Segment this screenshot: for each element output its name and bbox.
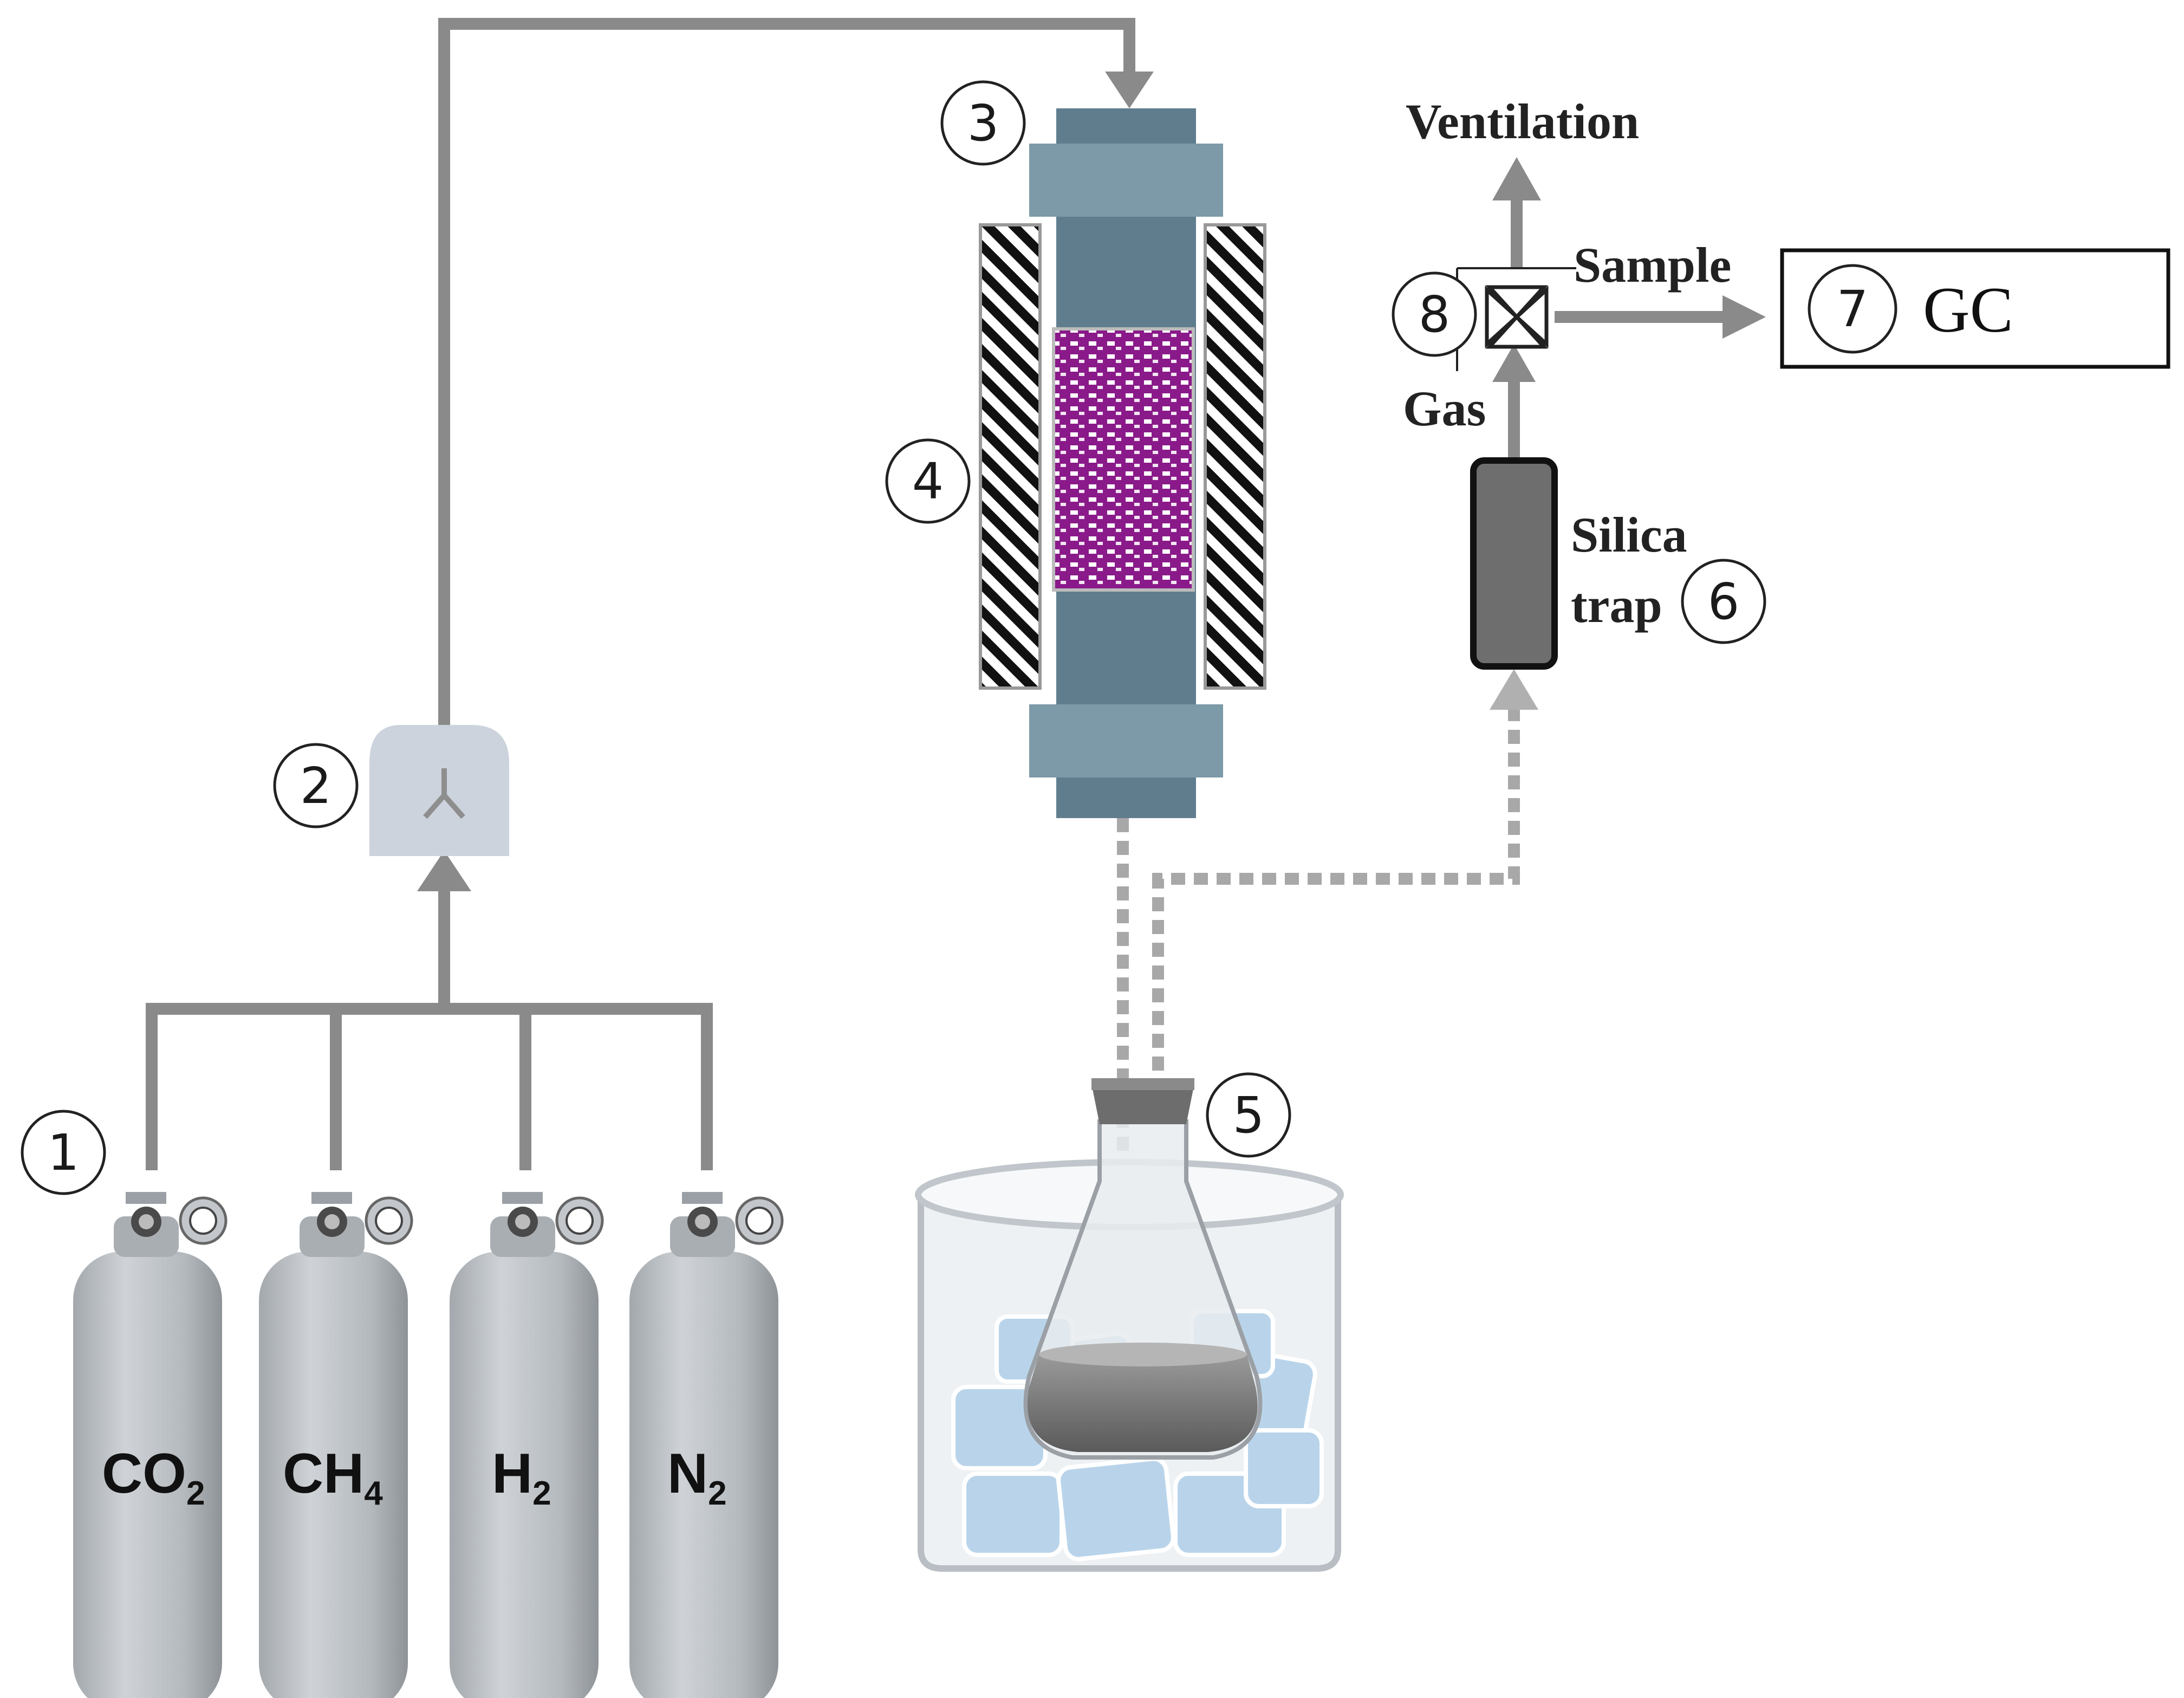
catalyst-bed (1052, 327, 1195, 592)
number-6: 6 (1708, 573, 1740, 631)
mixer-junction-icon (423, 768, 465, 819)
number-badge-4 (885, 438, 971, 524)
three-way-valve (1456, 267, 1576, 371)
cylinder-ch4 (259, 1192, 413, 1698)
number-badge-6 (1681, 559, 1766, 644)
cylinder-co2 (73, 1192, 227, 1698)
gas-label: Gas (1403, 381, 1486, 436)
trap-inlet-arrowhead (1490, 669, 1538, 710)
number-badge-8 (1392, 271, 1477, 357)
component-number-text: 1 2 3 4 5 6 7 8 (48, 94, 1869, 1182)
cylinder-h2 (450, 1192, 604, 1698)
furnace-heater-right (1204, 223, 1266, 690)
cylinder-label-n2: N2 (667, 1442, 727, 1512)
silica-trap (1470, 457, 1558, 670)
ventilation-label: Ventilation (1406, 94, 1639, 149)
ice-cubes (951, 1309, 1324, 1561)
gc-label: GC (1923, 274, 2013, 346)
number-1: 1 (48, 1124, 80, 1182)
reactor-top-cap (1029, 144, 1223, 217)
number-badge-3 (940, 80, 1026, 166)
number-badge-7 (1808, 264, 1897, 354)
number-badge-5 (1206, 1072, 1291, 1158)
furnace-heater-left (979, 223, 1042, 690)
silica-trap-label-line1: Silica (1571, 507, 1687, 562)
gas-cylinders: CO2 CH4 H2 N2 (73, 1192, 784, 1698)
reactor (979, 108, 1266, 818)
number-8: 8 (1419, 286, 1451, 344)
cylinder-label-h2: H2 (492, 1442, 551, 1512)
number-3: 3 (967, 94, 999, 152)
cylinder-label-ch4: CH4 (283, 1442, 383, 1512)
gas-mixer (369, 725, 509, 856)
flask-stopper (1091, 1084, 1194, 1124)
feed-pipes (146, 18, 1731, 1170)
pipe-arrowheads (417, 72, 1766, 891)
component-numbers (21, 80, 1897, 1195)
sample-label: Sample (1574, 237, 1731, 293)
ice-bath-condenser (915, 1078, 1344, 1572)
cylinder-label-co2: CO2 (102, 1442, 205, 1512)
silica-trap-label-line2: trap (1571, 578, 1662, 633)
erlenmeyer-flask (1023, 1078, 1263, 1460)
cylinder-n2 (629, 1192, 784, 1698)
number-7: 7 (1837, 280, 1869, 338)
number-badge-2 (273, 743, 359, 828)
number-badge-1 (21, 1110, 106, 1195)
number-4: 4 (912, 452, 944, 510)
reactor-bottom-cap (1029, 704, 1223, 777)
number-5: 5 (1233, 1086, 1265, 1144)
number-2: 2 (300, 757, 332, 815)
